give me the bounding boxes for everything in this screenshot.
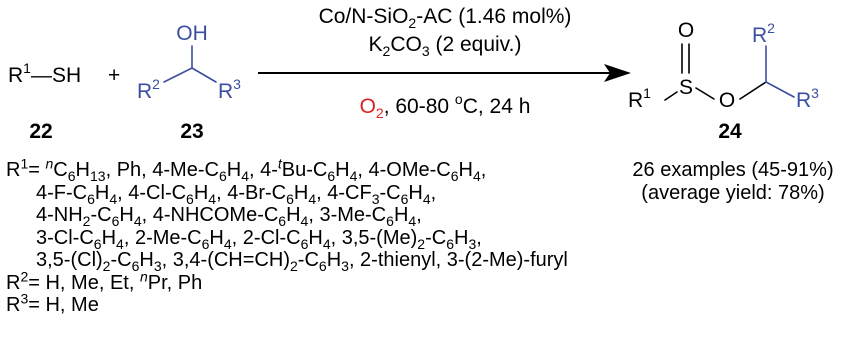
product-r2: R [752, 24, 767, 47]
svg-text:R3: R3 [218, 76, 241, 103]
bond-s-r1 [664, 91, 678, 101]
compound-id-24: 24 [718, 120, 742, 143]
thiol-r-sup: 1 [23, 60, 31, 76]
bond-c-r3-product [765, 81, 795, 98]
svg-text:R1: R1 [628, 85, 651, 112]
condition-catalyst: Co/N-SiO2-AC (1.46 mol%) [319, 5, 572, 31]
average-yield: (average yield: 78%) [641, 181, 825, 204]
reaction-arrowhead [604, 64, 631, 82]
svg-text:R2: R2 [137, 76, 160, 103]
plus-sign: + [108, 64, 120, 87]
product-sulfinate: O S R1 O R2 R3 24 [628, 19, 819, 143]
condition-oxidant-temp-time: O2, 60-80 oC, 24 h [360, 91, 531, 121]
r3-line: R3= H, Me [6, 290, 99, 316]
bond-o-c [739, 81, 767, 100]
product-o: O [719, 89, 735, 112]
thiol-r-label: R [8, 64, 23, 87]
product-r3: R [796, 89, 811, 112]
alcohol-r3-sup: 3 [233, 76, 241, 92]
bond-c-r3 [191, 67, 217, 83]
reactant-alcohol: OH R2 R3 23 [137, 22, 241, 143]
yield-summary: 26 examples (45-91%) (average yield: 78%… [618, 159, 848, 204]
oxidant-o2: O [360, 95, 376, 118]
svg-text:R3: R3 [796, 85, 819, 112]
r1-line-5: 3,5-(Cl)2-C6H3, 3,4-(CH=CH)2-C6H3, 2-thi… [36, 249, 568, 274]
alcohol-oh: OH [176, 22, 208, 45]
r1-line-2: 4-F-C6H4, 4-Cl-C6H4, 4-Br-C6H4, 4-CF3-C6… [36, 181, 437, 207]
examples-count: 26 examples (45-91%) [632, 159, 834, 181]
bond-s-o [695, 87, 715, 100]
svg-text:R2: R2 [752, 20, 775, 47]
product-s: S [679, 76, 693, 99]
alcohol-r3: R [218, 80, 233, 103]
product-r1-sup: 1 [643, 85, 651, 101]
compound-id-22: 22 [29, 120, 52, 143]
condition-base: K2CO3 (2 equiv.) [369, 33, 522, 59]
substituent-scope: R1= nC6H13, Ph, 4-Me-C6H4, 4-tBu-C6H4, 4… [6, 155, 626, 317]
bond-c-r2 [163, 67, 193, 83]
reaction-arrow-group: Co/N-SiO2-AC (1.46 mol%) K2CO3 (2 equiv.… [258, 5, 631, 121]
alcohol-r2-sup: 2 [152, 76, 160, 92]
reactant-thiol: R1—SH 22 [8, 60, 81, 143]
product-r1: R [628, 89, 643, 112]
product-o-top: O [678, 19, 694, 42]
compound-id-23: 23 [180, 120, 203, 143]
r2-line: R2= H, Me, Et, nPr, Ph [6, 267, 203, 294]
r1-line-4: 3-Cl-C6H4, 2-Me-C6H4, 2-Cl-C6H4, 3,5-(Me… [36, 226, 482, 252]
r1-line-1: R1= nC6H13, Ph, 4-Me-C6H4, 4-tBu-C6H4, 4… [6, 155, 487, 184]
svg-text:R1—SH: R1—SH [8, 60, 81, 87]
alcohol-r2: R [137, 80, 152, 103]
product-r2-sup: 2 [767, 20, 775, 36]
r1-line-3: 4-NH2-C6H4, 4-NHCOMe-C6H4, 3-Me-C6H4, [36, 204, 422, 229]
product-r3-sup: 3 [811, 85, 819, 101]
thiol-group: —SH [31, 64, 81, 87]
